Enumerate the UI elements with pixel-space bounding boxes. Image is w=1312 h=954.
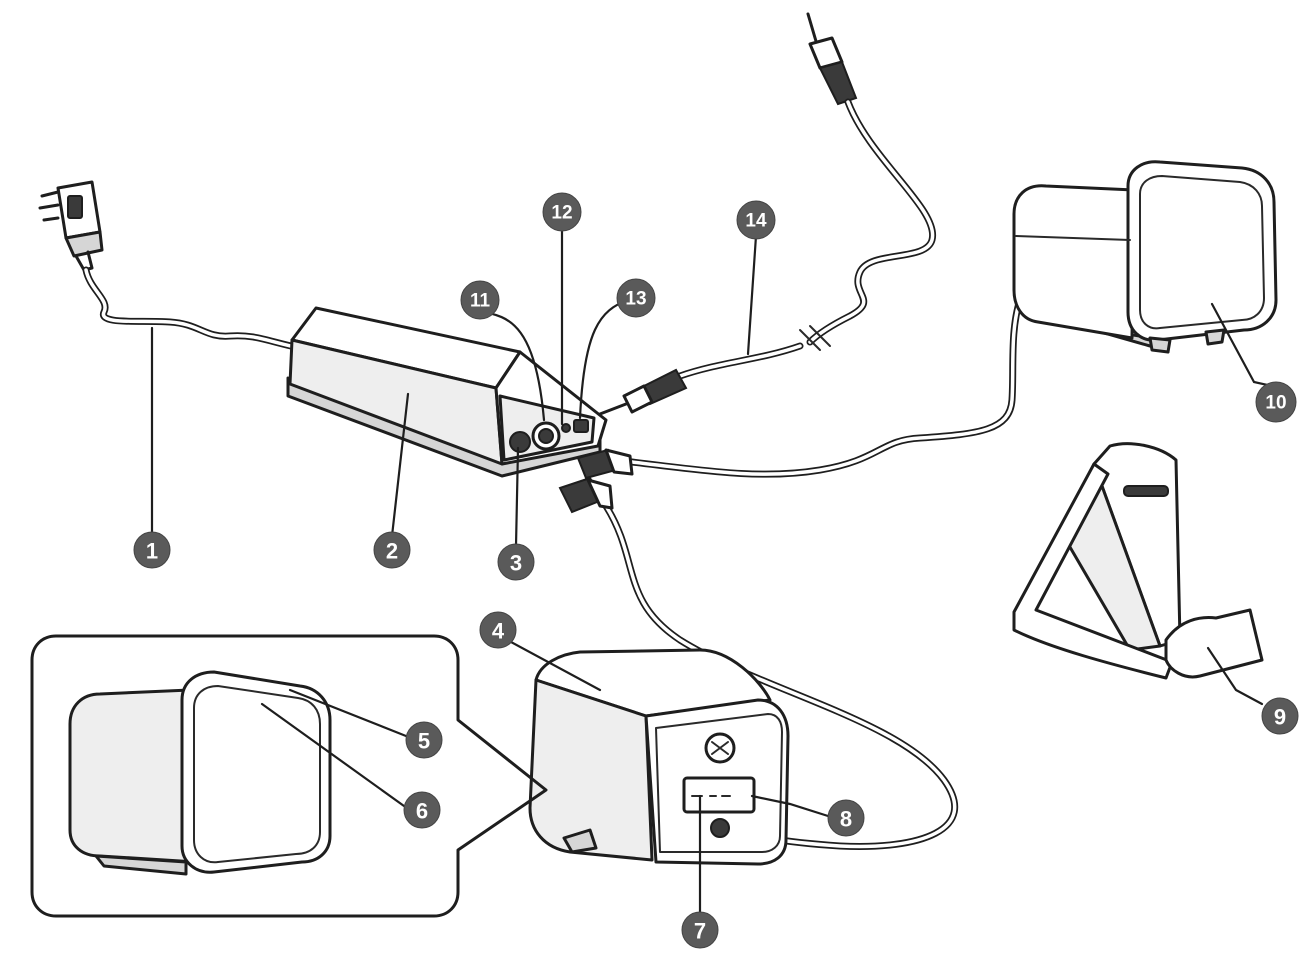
callout-12-label: 12 xyxy=(551,203,572,224)
callout-9-label: 9 xyxy=(1274,705,1286,730)
audio-cable xyxy=(598,342,804,416)
callout-2: 2 xyxy=(373,531,411,569)
audio-cable-upper xyxy=(806,98,937,346)
callout-3: 3 xyxy=(497,543,535,581)
callout-1: 1 xyxy=(133,531,171,569)
callout-8-label: 8 xyxy=(840,807,852,832)
left-speaker-cable xyxy=(558,476,959,850)
indicator-light xyxy=(561,423,571,433)
callout-7: 7 xyxy=(681,911,719,949)
cable-break-mark xyxy=(799,325,831,351)
callout-3-label: 3 xyxy=(510,551,522,576)
callout-13-label: 13 xyxy=(625,289,646,310)
callout-10-label: 10 xyxy=(1265,393,1286,414)
callout-5: 5 xyxy=(405,721,443,759)
speaker-left xyxy=(528,648,790,866)
audio-input-jack xyxy=(573,419,589,433)
detail-inset xyxy=(30,634,548,918)
callout-8: 8 xyxy=(827,799,865,837)
callout-14: 14 xyxy=(736,200,776,240)
callout-14-label: 14 xyxy=(745,211,767,232)
audio-plug-top xyxy=(806,12,858,106)
speaker-jack-left xyxy=(509,431,531,453)
callout-4: 4 xyxy=(479,611,517,649)
callout-6-label: 6 xyxy=(416,799,428,824)
callout-7-label: 7 xyxy=(694,919,706,944)
callout-6: 6 xyxy=(403,791,441,829)
callout-10: 10 xyxy=(1255,381,1297,423)
callout-11: 11 xyxy=(460,280,500,320)
callout-1-label: 1 xyxy=(146,539,158,564)
power-cord xyxy=(82,266,304,352)
callout-12: 12 xyxy=(542,192,582,232)
control-box xyxy=(286,306,608,478)
power-plug xyxy=(38,180,104,272)
right-speaker-cable xyxy=(576,296,1024,480)
callout-5-label: 5 xyxy=(418,729,430,754)
callout-9: 9 xyxy=(1261,697,1299,735)
volume-knob[interactable] xyxy=(531,421,561,451)
callout-13: 13 xyxy=(616,278,656,318)
speaker-right xyxy=(1012,160,1278,354)
callout-11-label: 11 xyxy=(470,291,491,312)
callout-2-label: 2 xyxy=(386,539,398,564)
phone-stand xyxy=(1012,442,1264,680)
callout-4-label: 4 xyxy=(492,619,505,644)
